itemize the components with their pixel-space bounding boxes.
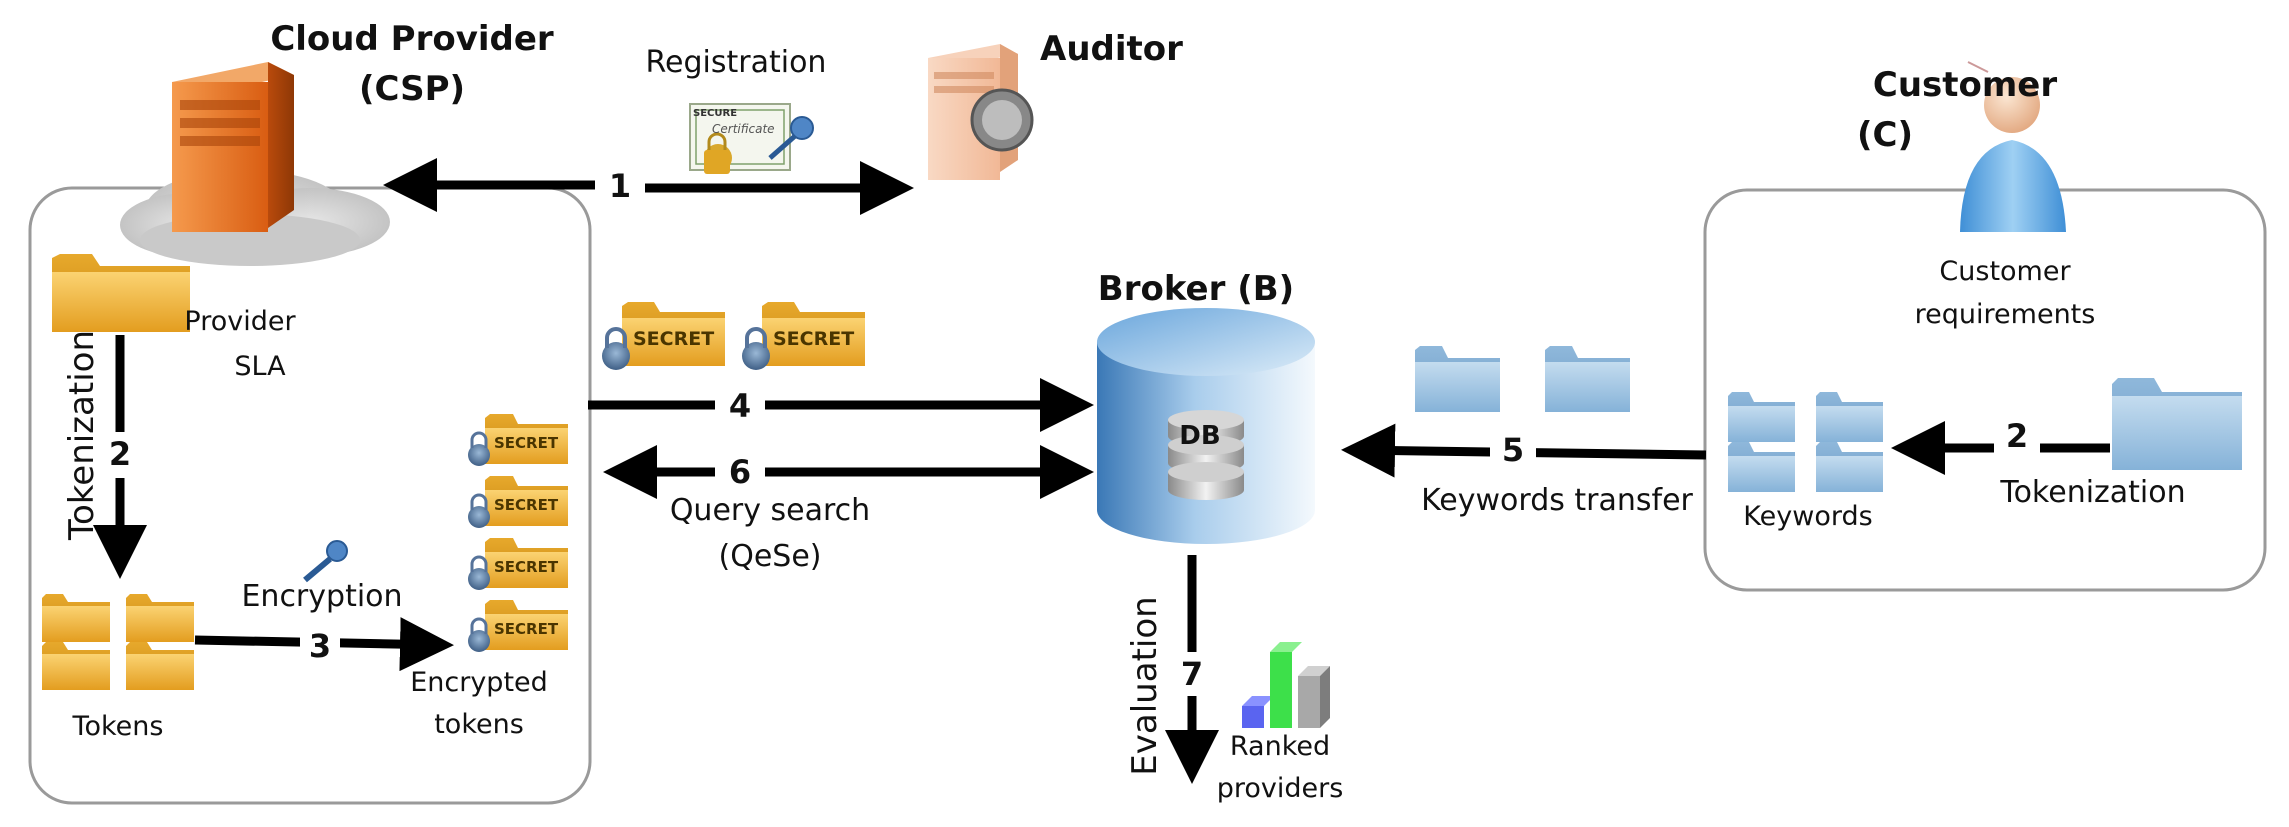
- certificate-script-text: Certificate: [712, 122, 775, 136]
- provider-sla-folder-icon: [52, 254, 190, 332]
- step-2-customer: 2: [2005, 417, 2029, 455]
- customer-requirements-folder-icon: [2112, 378, 2242, 470]
- keywords-label: Keywords: [1743, 501, 1873, 532]
- provider-sla-line2: SLA: [234, 351, 286, 382]
- csp-server-icon: [172, 62, 294, 232]
- keyword-folder-1: [1728, 392, 1795, 442]
- keyword-folder-transit-1: [1415, 346, 1500, 412]
- keyword-folder-3: [1728, 442, 1795, 492]
- keyword-folder-4: [1816, 442, 1883, 492]
- customer-requirements-line2: requirements: [1914, 299, 2096, 330]
- encryption-key-icon: [303, 540, 348, 583]
- token-folder-icon-2: [126, 594, 194, 642]
- token-folder-icon-3: [42, 642, 110, 690]
- secret-folder-large-2: [742, 302, 865, 370]
- step-5: 5: [1501, 431, 1525, 469]
- certificate-top-text: SECURE: [693, 108, 738, 119]
- encryption-label: Encryption: [241, 579, 403, 614]
- csp-title: Cloud Provider: [270, 19, 554, 59]
- ranked-providers-line1: Ranked: [1229, 731, 1331, 762]
- customer-subtitle: (C): [1856, 115, 1914, 155]
- registration-label: Registration: [645, 45, 827, 80]
- step-1: 1: [608, 167, 632, 205]
- ranked-providers-line2: providers: [1216, 773, 1344, 804]
- customer-title: Customer: [1872, 65, 2058, 105]
- keyword-folder-2: [1816, 392, 1883, 442]
- broker-title: Broker (B): [1097, 269, 1295, 309]
- secret-text-small-4: SECRET: [494, 620, 559, 638]
- step-7: 7: [1180, 655, 1204, 693]
- step-4: 4: [728, 387, 752, 425]
- secret-text-large-2: SECRET: [773, 328, 855, 350]
- encrypted-token-folder-4: [468, 600, 568, 652]
- auditor-title: Auditor: [1040, 29, 1183, 69]
- token-folder-icon-1: [42, 594, 110, 642]
- secret-text-small-2: SECRET: [494, 496, 559, 514]
- tokens-label: Tokens: [72, 711, 164, 742]
- customer-tokenization-label: Tokenization: [2000, 475, 2186, 510]
- step-2-provider: 2: [108, 435, 132, 473]
- secret-text-large-1: SECRET: [633, 328, 715, 350]
- keyword-folder-transit-2: [1545, 346, 1630, 412]
- secret-text-small-1: SECRET: [494, 434, 559, 452]
- token-folder-icon-4: [126, 642, 194, 690]
- encrypted-token-folder-3: [468, 538, 568, 590]
- encrypted-tokens-line1: Encrypted: [410, 667, 548, 698]
- ranked-bars-icon: [1242, 642, 1330, 728]
- encrypted-token-folder-1: [468, 414, 568, 466]
- customer-requirements-line1: Customer: [1939, 256, 2071, 287]
- auditor-server-icon: [928, 44, 1034, 180]
- customer-person-icon: [1960, 61, 2066, 232]
- encrypted-token-folder-2: [468, 476, 568, 528]
- query-search-line1: Query search: [669, 493, 871, 528]
- broker-database-icon: [1097, 308, 1315, 544]
- secret-text-small-3: SECRET: [494, 558, 559, 576]
- keywords-transfer-label: Keywords transfer: [1421, 483, 1693, 518]
- db-label: DB: [1179, 421, 1221, 451]
- step-3: 3: [308, 627, 332, 665]
- evaluation-vertical-label: Evaluation: [1124, 596, 1165, 776]
- csp-subtitle: (CSP): [358, 69, 466, 109]
- tokenization-vertical-label: Tokenization: [61, 330, 102, 540]
- provider-sla-line1: Provider: [184, 306, 296, 337]
- step-6: 6: [728, 453, 752, 491]
- secret-folder-large-1: [602, 302, 725, 370]
- certificate-icon: [689, 103, 814, 174]
- query-search-line2: (QeSe): [718, 539, 822, 574]
- encrypted-tokens-line2: tokens: [434, 709, 524, 740]
